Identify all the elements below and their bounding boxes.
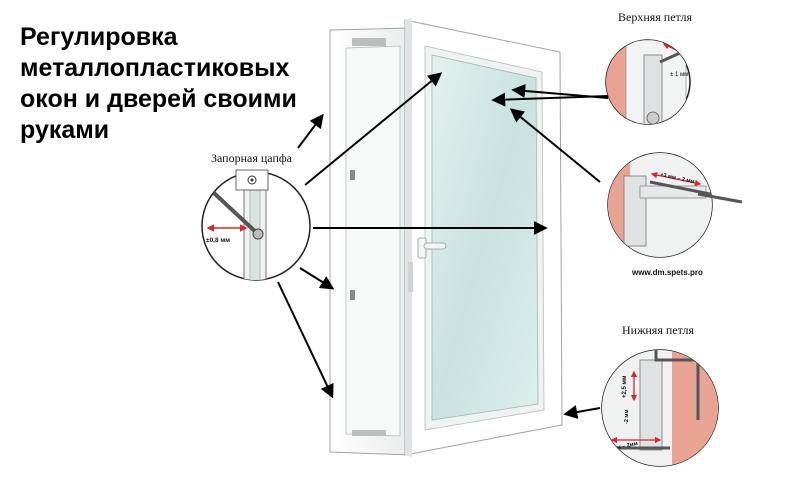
arrow-to-frame-middle <box>299 267 335 290</box>
top-hinge-measure: ± 1 мм <box>670 72 688 78</box>
bottom-hinge-callout: +2,5 мм -2 мм + 3 мм – 2мм <box>601 349 719 467</box>
window-glass <box>431 54 539 421</box>
window-frame <box>329 27 411 456</box>
title-line-1: Регулировка <box>20 23 178 51</box>
frame-bottom-hardware <box>352 430 386 436</box>
bottom-hinge-side-measure: -2 мм <box>624 409 630 424</box>
arrow-to-top-frame <box>297 113 324 149</box>
arrow-to-sash-top <box>304 72 443 186</box>
frame-strike-1 <box>350 170 355 180</box>
frame-top-hardware <box>352 38 386 46</box>
page-title: Регулировка металлопластиковых окон и дв… <box>20 22 330 146</box>
arrow-from-top-hinge-2 <box>511 83 609 99</box>
bottom-hinge-body <box>639 359 663 451</box>
bottom-wall <box>672 350 718 466</box>
top-hinge-callout: ± 1 мм <box>605 39 691 125</box>
pointer-arrows <box>277 72 609 419</box>
arrow-to-frame-bottom <box>277 281 334 399</box>
top-hinge-label: Верхняя петля <box>618 10 692 24</box>
hinge-side-callout: +3 мм – 2 мм <box>607 152 743 258</box>
side-hinge-adjust-arrow <box>650 171 702 187</box>
bottom-hinge-vertical-measure: +2,5 мм <box>622 375 628 398</box>
locking-pin-label: Запорная цапфа <box>211 151 292 165</box>
title-line-4: руками <box>20 116 110 144</box>
sash-scissor <box>408 262 413 292</box>
title-line-3: окон и дверей своими <box>20 85 297 113</box>
frame-strike-2 <box>350 290 355 300</box>
side-hinge-key-ext <box>697 192 743 204</box>
top-hinge-body <box>643 54 663 124</box>
bottom-hinge-key <box>654 350 700 420</box>
title-line-2: металлопластиковых <box>20 54 290 82</box>
window-handle <box>423 242 447 250</box>
arrow-from-hinge-side <box>509 108 601 183</box>
website-label: www.dm.spets.pro <box>632 268 703 277</box>
bottom-hinge-label: Нижняя петля <box>622 323 695 337</box>
arrow-from-bottom-hinge <box>563 405 601 419</box>
pin-measure: ±0,8 мм <box>206 237 230 244</box>
window-sash <box>404 18 563 457</box>
locking-pin-callout: ±0,8 мм <box>201 169 311 281</box>
locking-pin <box>252 228 264 240</box>
